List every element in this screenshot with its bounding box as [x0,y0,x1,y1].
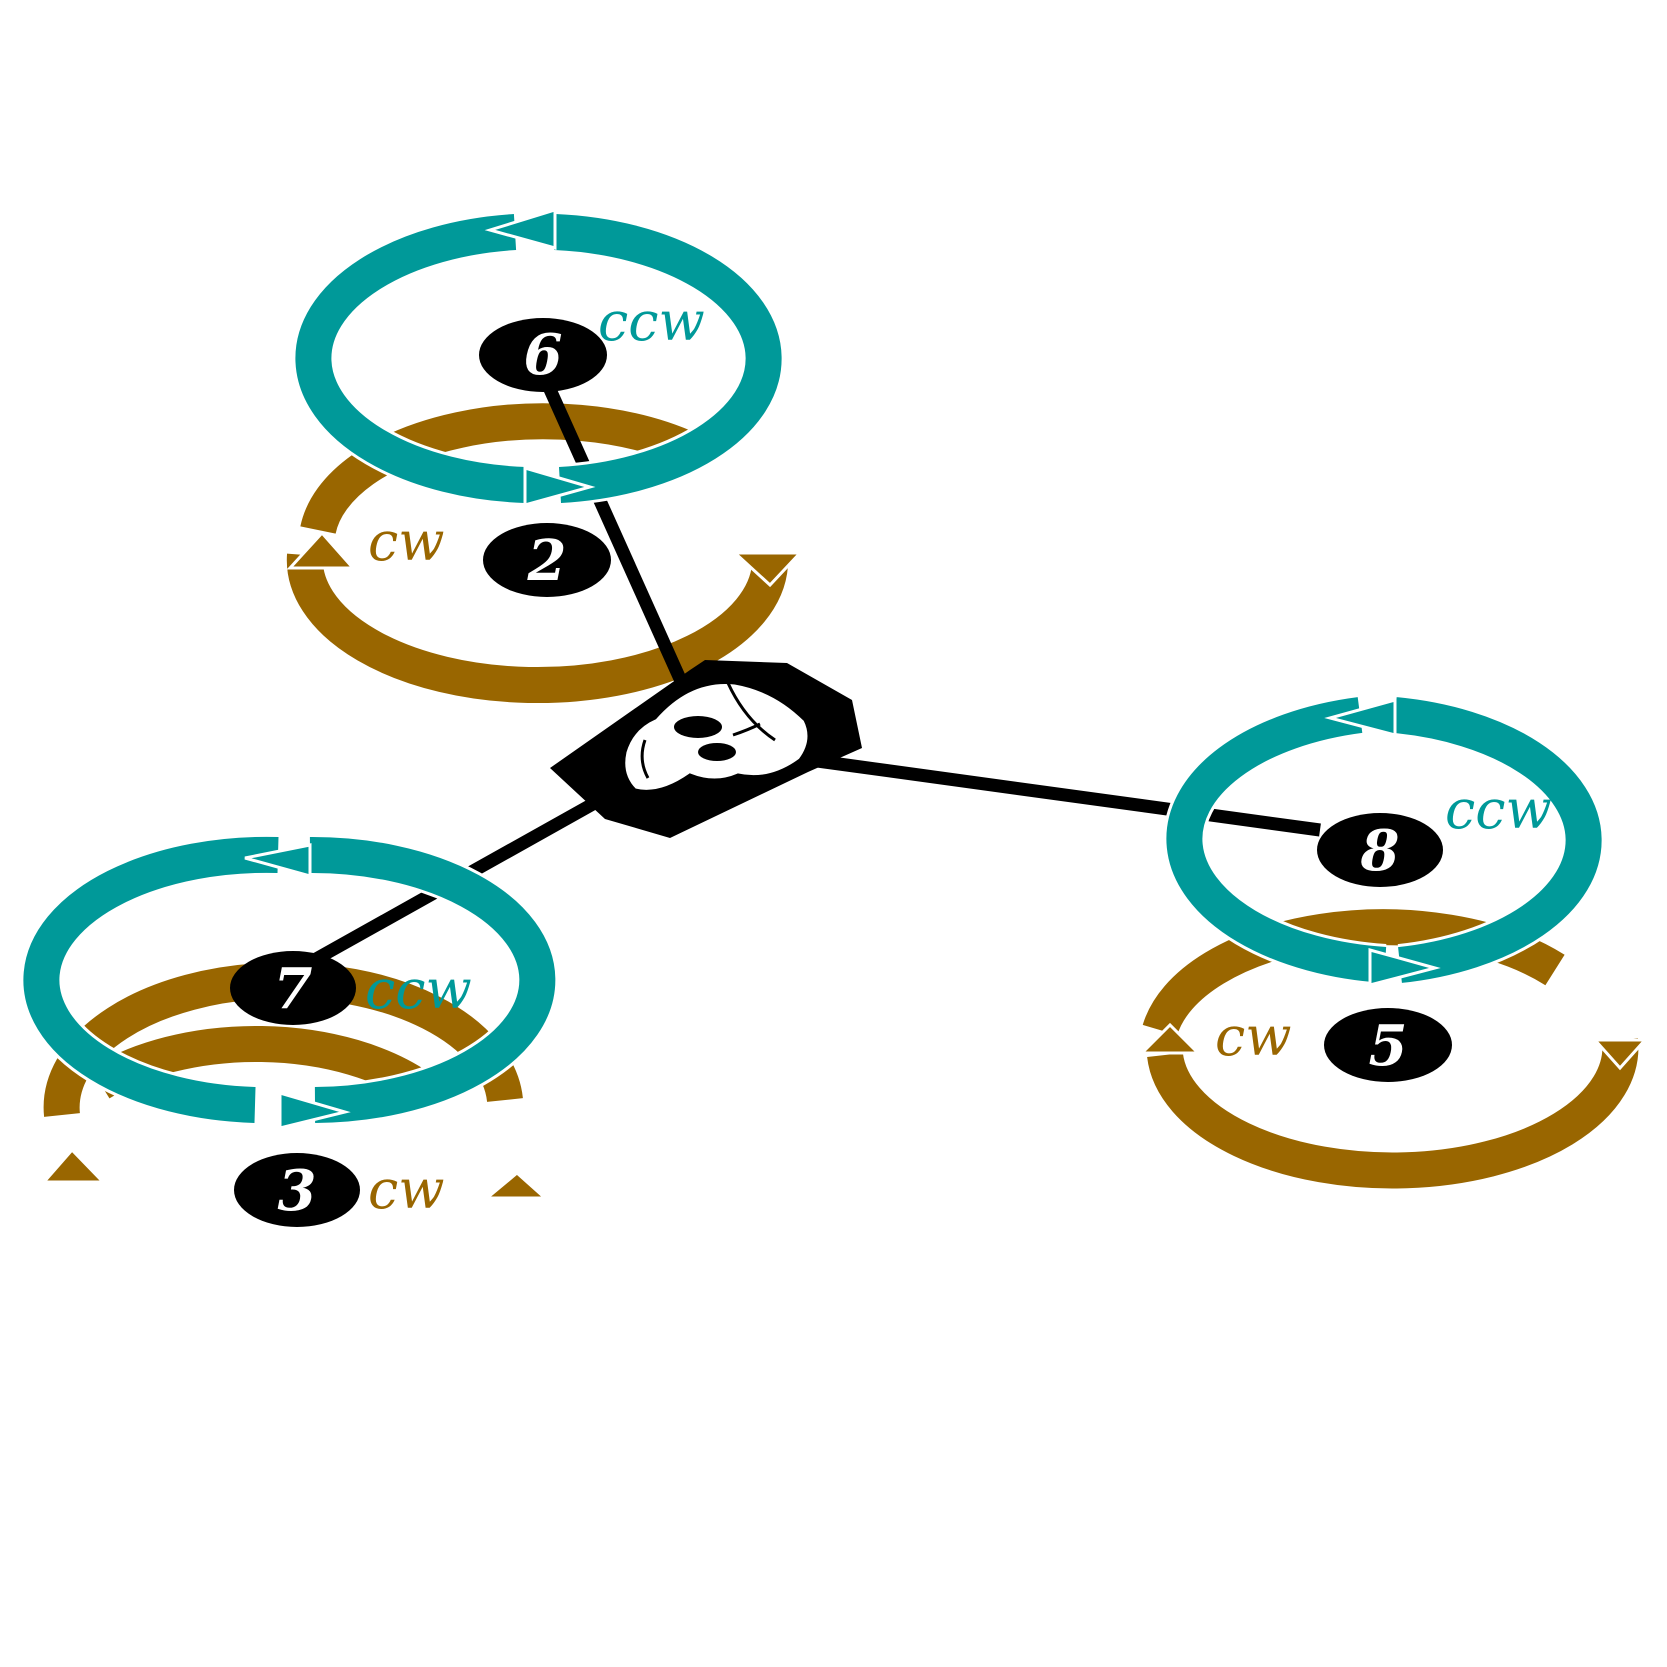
motor-badge-7: 7 [230,951,356,1025]
motor-number-8: 8 [1360,818,1400,884]
arrowhead-icon [1138,1022,1202,1055]
motor-number-5: 5 [1369,1013,1408,1079]
arrowhead-icon [244,843,312,878]
arm-unit-right [809,694,1649,1189]
arrowhead-icon [1324,698,1397,737]
ccw-ring-motor-7 [20,833,559,1130]
direction-label-motor-6: ccw [598,290,705,353]
motor-number-6: 6 [524,322,563,388]
direction-label-motor-3: cw [368,1158,444,1221]
motor-number-2: 2 [527,528,567,594]
motor-badge-8: 8 [1317,813,1443,887]
direction-label-motor-8: ccw [1445,778,1552,841]
arrowhead-icon [1368,948,1441,987]
arrowhead-icon [40,1147,107,1184]
direction-label-motor-2: cw [368,510,444,573]
motor-badge-3: 3 [234,1153,360,1227]
motor-number-3: 3 [278,1158,317,1224]
direction-label-motor-7: ccw [365,958,472,1021]
arrowhead-icon [731,551,804,588]
motor-number-7: 7 [274,956,313,1022]
arm-unit-left [20,794,604,1200]
center-hub [550,660,862,838]
direction-label-motor-5: cw [1215,1005,1291,1068]
face-logo-icon [622,680,811,793]
cw-ring-motor-2 [286,400,804,704]
arrowhead-icon [523,465,596,507]
motor-badge-2: 2 [483,523,611,597]
arrowhead-icon [484,207,557,250]
motor-badge-6: 6 [479,318,607,392]
arrowhead-icon [278,1090,351,1130]
arm-front [542,382,691,693]
ccw-ring-motor-6 [292,207,785,507]
arrowhead-icon [1591,1038,1649,1071]
arrowhead-icon [286,530,357,570]
arrowhead-icon [482,1171,549,1200]
motor-badge-5: 5 [1324,1008,1452,1082]
arm-right [809,753,1321,837]
arm-unit-front [286,207,804,704]
ccw-ring-motor-8 [1163,694,1605,987]
